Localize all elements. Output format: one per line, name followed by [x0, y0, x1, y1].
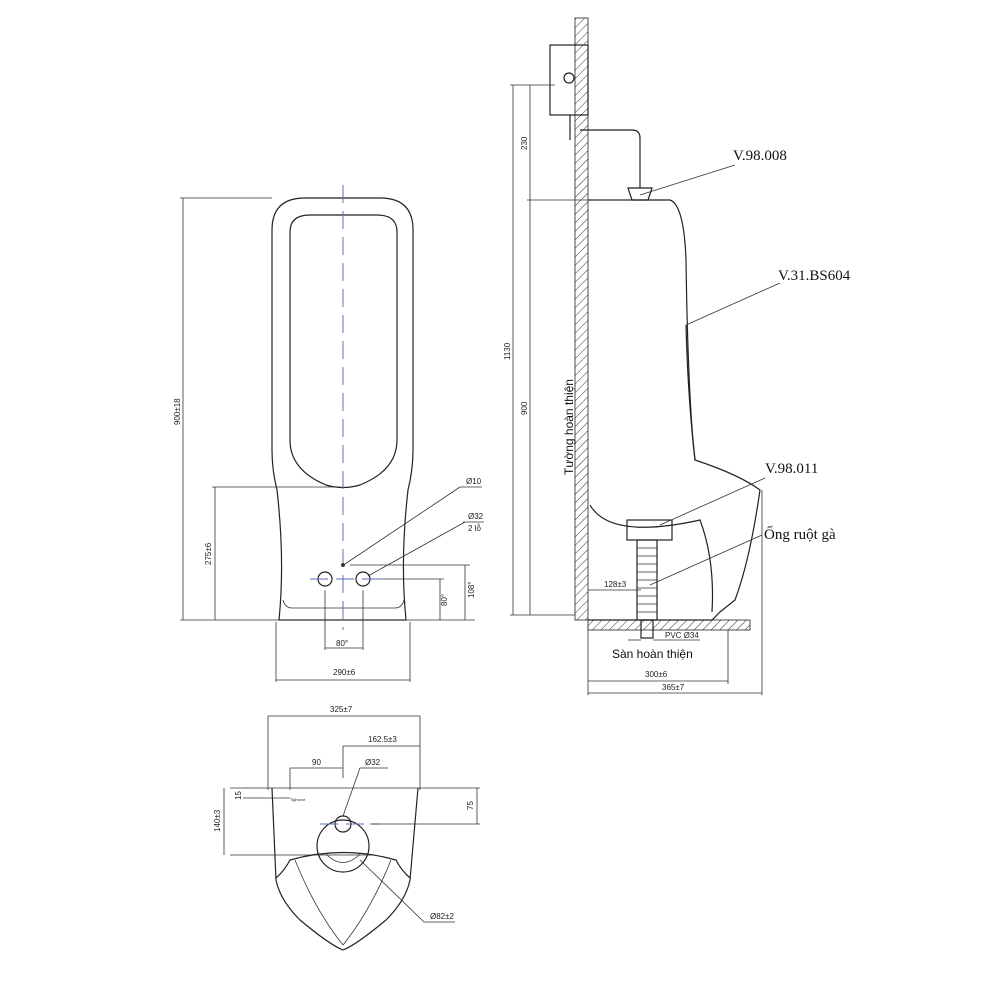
part-drain: V.98.011 [765, 461, 818, 477]
sensor-icon [563, 72, 575, 84]
dim-half-width: 162.5±3 [368, 735, 397, 744]
dim-inlet-depth: 75 [466, 801, 475, 810]
part-hose: Ống ruột gà [764, 525, 836, 543]
outlet-circle [316, 819, 370, 873]
small-hole [341, 563, 345, 567]
front-view: 900±18 275±6 108° 80° 80° 290±6 Ø10 Ø32 … [173, 185, 484, 682]
dim-unit-height: 900 [520, 401, 529, 415]
dim-overall-width: 325±7 [330, 705, 353, 714]
dim-hole-spacing: 80° [336, 639, 348, 648]
dim-offset: 90 [312, 758, 321, 767]
urinal-side-outline [588, 199, 761, 621]
urinal-front-inner-panel [289, 214, 398, 489]
label-large-hole: Ø32 [468, 512, 484, 521]
dim-outlet-depth: 300±6 [645, 670, 668, 679]
side-view: 230 1130 900 Tường hoàn thiện 128±3 PVC … [503, 17, 851, 695]
label-hole-count: 2 lỗ [468, 524, 481, 533]
dim-depth: 140±3 [213, 809, 222, 832]
dim-drain-offset: 128±3 [604, 580, 627, 589]
dim-depth-small: 15 [234, 791, 243, 800]
bowl-rim [275, 851, 411, 879]
label-small-hole: Ø10 [466, 477, 482, 486]
dim-inlet-height: 275±6 [204, 542, 213, 565]
dim-hole-center: 80° [440, 594, 449, 606]
wall-label: Tường hoàn thiện [562, 379, 576, 475]
dim-hole-top: 108° [467, 581, 476, 598]
dim-overall-depth: 365±7 [662, 683, 685, 692]
dim-total-height: 1130 [503, 342, 512, 360]
part-urinal: V.31.BS604 [778, 268, 851, 284]
part-flush-valve: V.98.008 [733, 148, 787, 164]
urinal-top-outline [271, 787, 419, 951]
dim-top: 230 [520, 136, 529, 150]
pvc-pipe [640, 619, 654, 639]
small-note: Tighrove [290, 797, 306, 802]
dim-height: 900±18 [173, 398, 182, 425]
wall [574, 17, 589, 621]
bowl-section [589, 504, 714, 613]
top-view: 325±7 162.5±3 90 Ø32 15 Tighrove 140±3 7… [213, 705, 480, 951]
label-pvc-pipe: PVC Ø34 [665, 631, 699, 640]
label-inlet-diameter: Ø32 [365, 758, 381, 767]
floor-label: Sàn hoàn thiện [612, 647, 693, 661]
label-outlet-diameter: Ø82±2 [430, 912, 455, 921]
flush-valve-box [549, 44, 589, 116]
floor [587, 619, 751, 631]
dim-base-width: 290±6 [333, 668, 356, 677]
